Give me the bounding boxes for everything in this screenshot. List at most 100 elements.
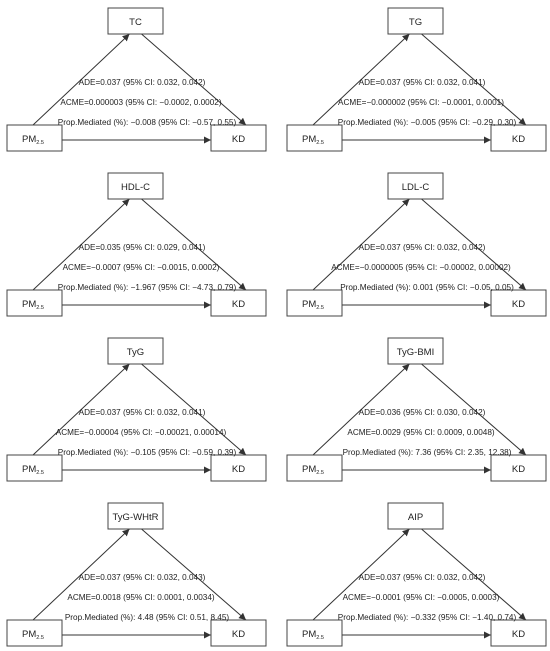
prop-mediated-text: Prop.Mediated (%): −0.105 (95% CI: −0.59… [58, 448, 237, 457]
ade-text: ADE=0.037 (95% CI: 0.032, 0.043) [79, 573, 206, 582]
ade-text: ADE=0.037 (95% CI: 0.032, 0.042) [79, 78, 206, 87]
outcome-box [210, 454, 267, 482]
prop-mediated-text: Prop.Mediated (%): −0.005 (95% CI: −0.29… [338, 118, 517, 127]
path-mediator-to-outcome [421, 33, 527, 126]
path-exposure-to-mediator [312, 33, 410, 126]
mediation-panel: TyG-WHtR PM2.5 KD ADE=0.037 (95% CI: 0.032,… [6, 502, 267, 647]
prop-mediated-text: Prop.Mediated (%): −1.967 (95% CI: −4.73… [58, 283, 237, 292]
prop-mediated-text: Prop.Mediated (%): −0.008 (95% CI: −0.57… [58, 118, 237, 127]
acme-text: ACME=0.000003 (95% CI: −0.0002, 0.0002) [60, 98, 221, 107]
path-exposure-to-mediator [312, 528, 410, 621]
acme-text: ACME=−0.000002 (95% CI: −0.0001, 0.0001) [338, 98, 504, 107]
exposure-label-subscript: 2.5 [316, 470, 324, 476]
path-exposure-to-mediator [32, 198, 130, 291]
outcome-box [210, 289, 267, 317]
ade-text: ADE=0.037 (95% CI: 0.032, 0.042) [359, 573, 486, 582]
ade-text: ADE=0.037 (95% CI: 0.032, 0.041) [79, 408, 206, 417]
exposure-label-subscript: 2.5 [36, 470, 44, 476]
mediator-box [387, 337, 444, 365]
ade-text: ADE=0.037 (95% CI: 0.032, 0.041) [359, 78, 486, 87]
mediator-label: TG [409, 17, 422, 28]
exposure-label: PM2.5 [22, 299, 44, 311]
acme-text: ACME=0.0029 (95% CI: 0.0009, 0.0048) [347, 428, 495, 437]
acme-text: ACME=−0.0001 (95% CI: −0.0005, 0.0003) [343, 593, 500, 602]
exposure-label-subscript: 2.5 [36, 305, 44, 311]
outcome-label: KD [232, 134, 245, 145]
exposure-label: PM2.5 [22, 629, 44, 641]
outcome-label: KD [232, 299, 245, 310]
mediator-box [107, 502, 164, 530]
prop-mediated-text: Prop.Mediated (%): 4.48 (95% CI: 0.51, 8… [65, 613, 230, 622]
prop-mediated-text: Prop.Mediated (%): 7.36 (95% CI: 2.35, 1… [343, 448, 512, 457]
outcome-label: KD [512, 299, 525, 310]
path-exposure-to-mediator [312, 363, 410, 456]
exposure-label-main: PM [302, 464, 316, 475]
exposure-label-main: PM [22, 134, 36, 145]
exposure-box [6, 124, 63, 152]
outcome-label: KD [512, 464, 525, 475]
exposure-label-main: PM [22, 299, 36, 310]
path-mediator-to-outcome [421, 528, 527, 621]
path-exposure-to-mediator [32, 528, 130, 621]
exposure-label-subscript: 2.5 [316, 635, 324, 641]
path-mediator-to-outcome [421, 363, 527, 456]
outcome-box [210, 124, 267, 152]
exposure-box [6, 619, 63, 647]
mediation-panel: TC PM2.5 KD ADE=0.037 (95% CI: 0.032, 0.042… [6, 7, 267, 152]
outcome-box [490, 124, 547, 152]
exposure-label: PM2.5 [302, 464, 324, 476]
mediator-label: TyG-BMI [397, 347, 434, 358]
mediator-label: TyG [127, 347, 144, 358]
mediator-box [107, 172, 164, 200]
path-exposure-to-mediator [32, 363, 130, 456]
exposure-box [286, 454, 343, 482]
mediator-label: TC [129, 17, 142, 28]
exposure-label-main: PM [302, 629, 316, 640]
acme-text: ACME=−0.0000005 (95% CI: −0.00002, 0.000… [331, 263, 511, 272]
mediation-panel: LDL-C PM2.5 KD ADE=0.037 (95% CI: 0.032, 0.… [286, 172, 547, 317]
exposure-label-subscript: 2.5 [316, 305, 324, 311]
exposure-box [286, 619, 343, 647]
mediator-label: LDL-C [402, 182, 430, 193]
mediator-box [387, 172, 444, 200]
mediator-label: AIP [408, 512, 423, 523]
exposure-label: PM2.5 [22, 134, 44, 146]
mediator-box [107, 7, 164, 35]
prop-mediated-text: Prop.Mediated (%): −0.332 (95% CI: −1.40… [338, 613, 517, 622]
exposure-label-subscript: 2.5 [316, 140, 324, 146]
mediator-box [387, 502, 444, 530]
exposure-label: PM2.5 [302, 299, 324, 311]
outcome-box [490, 619, 547, 647]
exposure-label-main: PM [22, 629, 36, 640]
ade-text: ADE=0.035 (95% CI: 0.029, 0.041) [79, 243, 206, 252]
outcome-box [490, 454, 547, 482]
exposure-label-subscript: 2.5 [36, 140, 44, 146]
path-exposure-to-mediator [32, 33, 130, 126]
acme-text: ACME=−0.00004 (95% CI: −0.00021, 0.00014… [56, 428, 227, 437]
outcome-label: KD [512, 134, 525, 145]
mediator-box [387, 7, 444, 35]
exposure-box [286, 289, 343, 317]
exposure-box [6, 289, 63, 317]
acme-text: ACME=−0.0007 (95% CI: −0.0015, 0.0002) [63, 263, 220, 272]
exposure-label: PM2.5 [302, 629, 324, 641]
mediation-panel: HDL-C PM2.5 KD ADE=0.035 (95% CI: 0.029, 0.… [6, 172, 267, 317]
exposure-label: PM2.5 [22, 464, 44, 476]
outcome-box [490, 289, 547, 317]
outcome-label: KD [232, 464, 245, 475]
prop-mediated-text: Prop.Mediated (%): 0.001 (95% CI: −0.05,… [340, 283, 514, 292]
acme-text: ACME=0.0018 (95% CI: 0.0001, 0.0034) [67, 593, 215, 602]
exposure-box [6, 454, 63, 482]
path-exposure-to-mediator [312, 198, 410, 291]
ade-text: ADE=0.037 (95% CI: 0.032, 0.042) [359, 243, 486, 252]
outcome-label: KD [512, 629, 525, 640]
mediator-label: HDL-C [121, 182, 150, 193]
path-mediator-to-outcome [141, 528, 247, 621]
mediation-panel: TG PM2.5 KD ADE=0.037 (95% CI: 0.032, 0.041… [286, 7, 547, 152]
outcome-label: KD [232, 629, 245, 640]
mediation-panel: TyG PM2.5 KD ADE=0.037 (95% CI: 0.032, 0.04… [6, 337, 267, 482]
exposure-label: PM2.5 [302, 134, 324, 146]
mediator-label: TyG-WHtR [113, 512, 159, 523]
